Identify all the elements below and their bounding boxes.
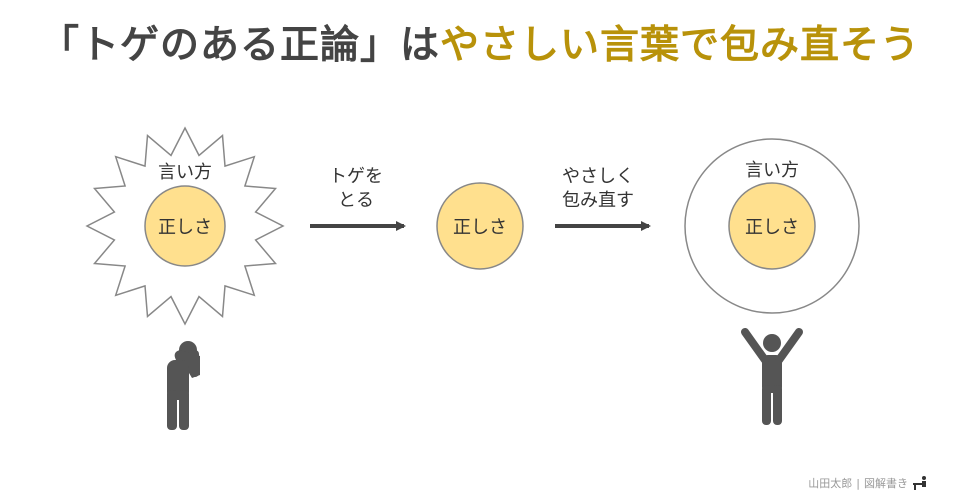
title-part-dark: 「トゲのある正論」は <box>39 23 440 68</box>
arrow1-label-line2: とる <box>338 190 374 211</box>
left-outer-label: 言い方 <box>158 162 212 183</box>
brand-name: 図解書き <box>864 477 908 490</box>
writing-person-icon <box>913 476 926 490</box>
middle-inner-label: 正しさ <box>453 217 507 238</box>
credit-separator: | <box>856 476 860 490</box>
author-name: 山田太郎 <box>808 477 853 490</box>
right-inner-label: 正しさ <box>745 217 799 238</box>
arrow2-label-line2: 包み直す <box>562 190 634 211</box>
right-correctness-circle <box>728 182 816 270</box>
middle-correctness-circle <box>436 182 524 270</box>
right-outer-label: 言い方 <box>745 160 799 181</box>
arrow2-label-line1: やさしく <box>562 166 634 187</box>
left-correctness-circle <box>144 185 226 267</box>
dejected-person-icon <box>167 341 200 430</box>
arrow1-label-line1: トゲを <box>329 166 383 187</box>
credit: 山田太郎 | 図解書き <box>808 475 928 491</box>
cheering-person-icon <box>741 328 803 425</box>
page-title: 「トゲのある正論」はやさしい言葉で包み直そう <box>0 14 960 70</box>
title-part-accent: やさしい言葉で包み直そう <box>440 23 921 68</box>
left-inner-label: 正しさ <box>158 217 212 238</box>
